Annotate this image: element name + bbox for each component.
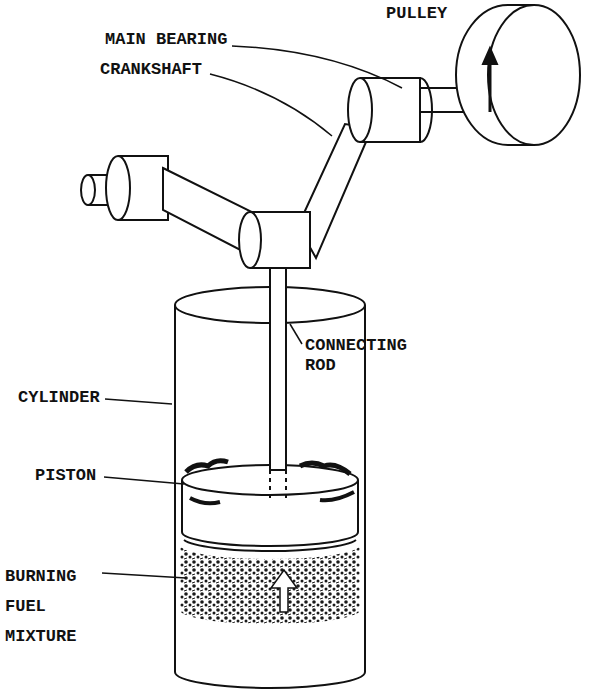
leader-lines	[102, 46, 402, 578]
pressure-arrow	[271, 570, 297, 612]
pulley	[456, 5, 580, 145]
burning-fuel	[180, 545, 360, 624]
part-label: PISTON	[35, 466, 96, 486]
part-label: CRANKSHAFT	[100, 60, 202, 80]
piston	[182, 461, 358, 551]
crankshaft	[81, 78, 492, 268]
part-label: BURNING FUEL MIXTURE	[5, 562, 97, 652]
connecting-rod	[270, 258, 286, 500]
part-label: MAIN BEARING	[105, 30, 227, 50]
part-label: PULLEY	[386, 4, 447, 24]
part-label: CONNECTING ROD	[305, 336, 423, 376]
part-label: CYLINDER	[18, 388, 100, 408]
